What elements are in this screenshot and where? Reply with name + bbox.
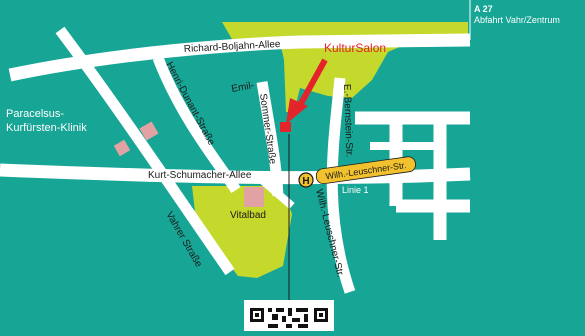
road-emil-sommer-strasse xyxy=(256,81,284,197)
park-lower xyxy=(192,186,292,278)
label-richard-boljahn-allee: Richard-Boljahn-Allee xyxy=(184,39,282,55)
clinic-label-line2: Kurfürsten-Klinik xyxy=(6,122,87,134)
destination-arrow-icon xyxy=(286,58,328,124)
destination-label: KulturSalon xyxy=(324,41,386,55)
vitalbad-building xyxy=(244,187,264,207)
vitalbad-label: Vitalbad xyxy=(230,210,266,221)
clinic-label-line1: Paracelsus- xyxy=(6,108,64,120)
roads xyxy=(0,26,471,294)
highway-number: A 27 xyxy=(474,4,493,14)
clinic-building-1 xyxy=(139,121,159,141)
road-vahrer-strasse xyxy=(55,26,235,276)
kultursalon-marker xyxy=(280,122,291,132)
clinic-building-2 xyxy=(113,139,131,157)
road-richard-boljahn-allee xyxy=(8,33,471,82)
road-kurt-schumacher-allee xyxy=(0,163,471,185)
label-emil-sommer-a: Emil- xyxy=(231,80,255,95)
qr-code-icon xyxy=(244,300,334,331)
label-kurt-schumacher-allee: Kurt-Schumacher-Allee xyxy=(148,170,252,181)
road-connector xyxy=(259,176,295,210)
label-e-bernstein-str: E.-Bernstein-Str. xyxy=(341,84,355,158)
transit-line-label: Linie 1 xyxy=(342,185,369,195)
bus-stop-icon: H xyxy=(298,172,314,188)
svg-text:H: H xyxy=(302,176,309,187)
highway-exit: Abfahrt Vahr/Zentrum xyxy=(474,15,560,25)
